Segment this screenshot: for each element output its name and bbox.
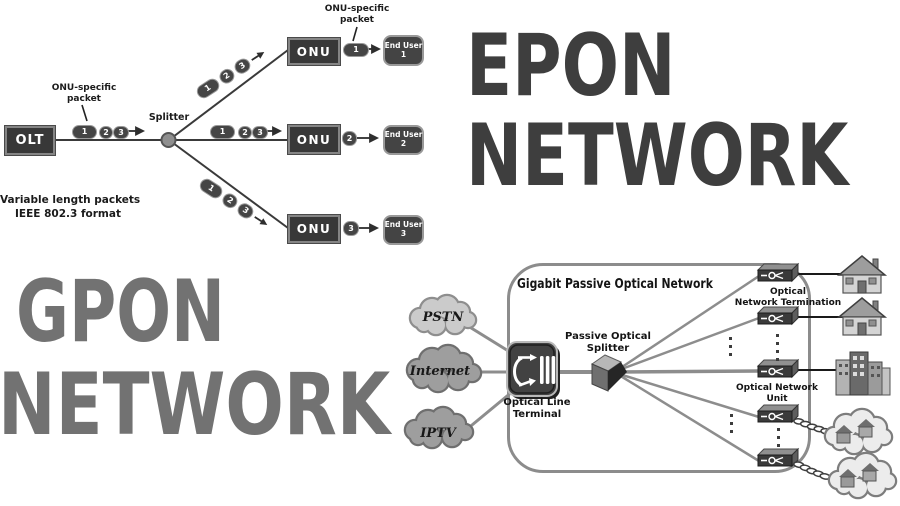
passive-splitter-icon [590, 354, 627, 392]
ont-device-1 [757, 263, 799, 282]
packet-pill-1: 1 [210, 125, 235, 139]
onu-label: Optical Network Unit [736, 383, 818, 404]
train-arrow [251, 51, 265, 61]
onu-port-pill-1: 1 [343, 43, 369, 57]
label-connectors [81, 26, 358, 122]
chain-link-2 [791, 460, 833, 481]
onu-port-pill-3: 3 [343, 221, 359, 236]
downstream-packet-train: 1 2 3 [197, 176, 272, 231]
gpon-title-line2: NETWORK [0, 355, 391, 455]
splitter-label-gpon: Passive Optical Splitter [565, 331, 651, 354]
packet-pill-3: 3 [113, 126, 129, 139]
splitter-node [160, 132, 177, 148]
homes-cloud-2 [827, 451, 898, 500]
packet-pill-2: 2 [99, 126, 113, 139]
onu-box-1: ONU [287, 37, 341, 66]
pstn-cloud [408, 293, 478, 337]
internet-label: Internet [409, 364, 471, 379]
ont-device-5 [757, 448, 799, 467]
gpon-box-title: Gigabit Passive Optical Network [517, 276, 713, 292]
iptv-label: IPTV [420, 426, 456, 441]
gpon-title-line1: GPON [16, 262, 226, 362]
splitter-label: Splitter [148, 112, 190, 123]
office-building [835, 351, 891, 396]
ont-device-2 [757, 306, 799, 325]
ellipsis-dots [729, 334, 780, 447]
onu-port-pill-2: 2 [342, 131, 357, 146]
onu-box-3: ONU [287, 214, 341, 244]
onu-specific-packet-label-right: ONU-specific packet [324, 4, 390, 25]
epon-title-line1: EPON [466, 16, 676, 116]
packet-pill-2: 2 [238, 126, 252, 139]
olt-box: OLT [4, 125, 56, 156]
ont-device-4 [757, 404, 799, 423]
onu-specific-packet-label-left: ONU-specific packet [51, 83, 117, 104]
olt-device-icon [506, 341, 560, 399]
epon-title-line2: NETWORK [466, 106, 849, 206]
ont-device-3 [757, 359, 799, 378]
train-arrow [254, 216, 268, 226]
iptv-cloud [403, 405, 475, 450]
packet-pill-3: 3 [252, 126, 268, 139]
gpon-fan-lines [607, 274, 760, 463]
ont-premise-lines [793, 273, 843, 371]
onu-box-2: ONU [287, 124, 341, 155]
variable-length-note: Variable length packets IEEE 802.3 forma… [0, 194, 141, 220]
olt-label: OLT [15, 133, 45, 148]
packet-pill-1: 1 [72, 125, 97, 139]
ont-label: Optical Network Termination [734, 287, 842, 308]
olt-label: Optical Line Terminal [503, 397, 571, 420]
homes-cloud-1 [823, 407, 894, 456]
pstn-label: PSTN [422, 310, 464, 325]
upstream-packet-train: 1 2 3 [194, 46, 269, 101]
epon-fiber-lines [54, 49, 289, 229]
internet-cloud [405, 343, 483, 394]
